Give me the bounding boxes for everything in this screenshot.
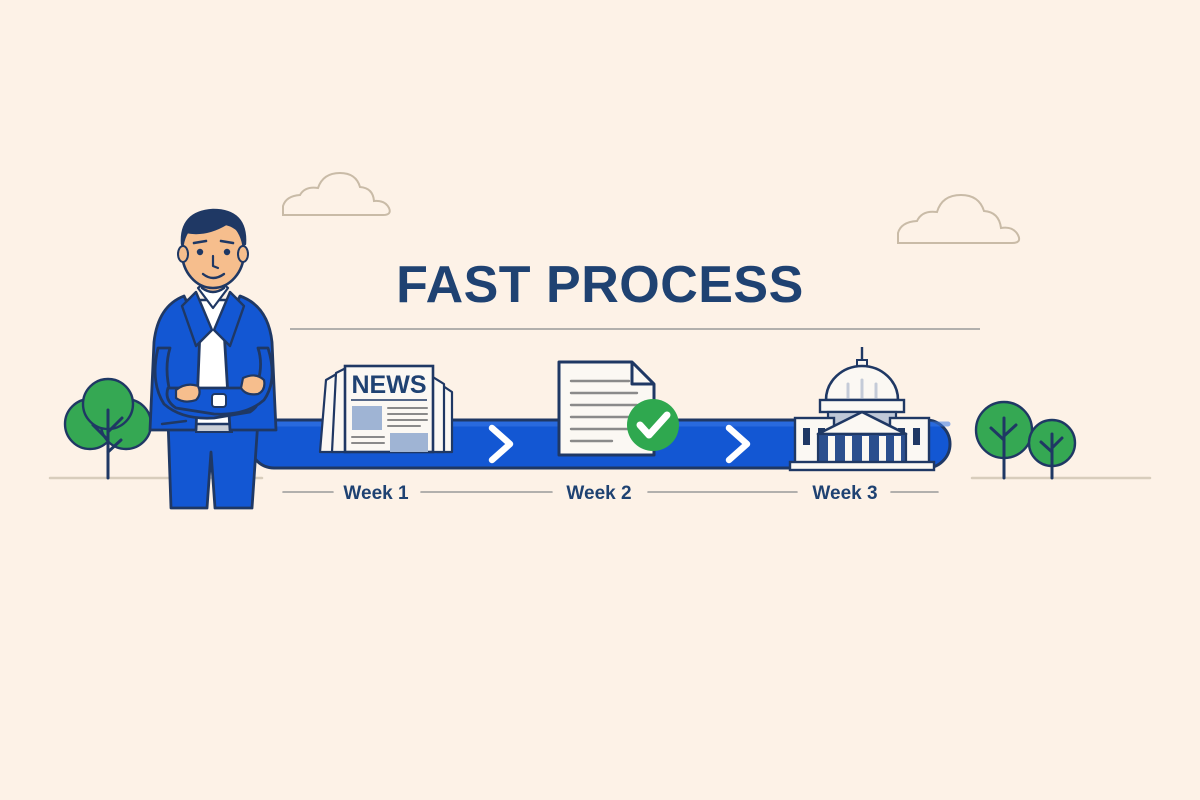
week-1-label: Week 1 (343, 483, 409, 504)
week-2-label: Week 2 (566, 483, 631, 504)
cloud-right (897, 193, 1021, 244)
businessman-figure (148, 208, 278, 510)
page-title: FAST PROCESS (396, 256, 804, 314)
document-approved-icon (557, 360, 679, 457)
chevron-1-icon (488, 424, 514, 464)
government-building-icon (788, 347, 936, 472)
week-3-label: Week 3 (812, 483, 877, 504)
newspaper-icon: NEWS (318, 364, 454, 454)
newspaper-headline: NEWS (352, 371, 427, 399)
tree-right-small (1027, 418, 1077, 480)
tree-left (63, 377, 153, 480)
check-badge-icon (627, 399, 679, 451)
cloud-left (282, 171, 391, 216)
chevron-2-icon (725, 424, 751, 464)
tree-right-large (974, 400, 1034, 480)
